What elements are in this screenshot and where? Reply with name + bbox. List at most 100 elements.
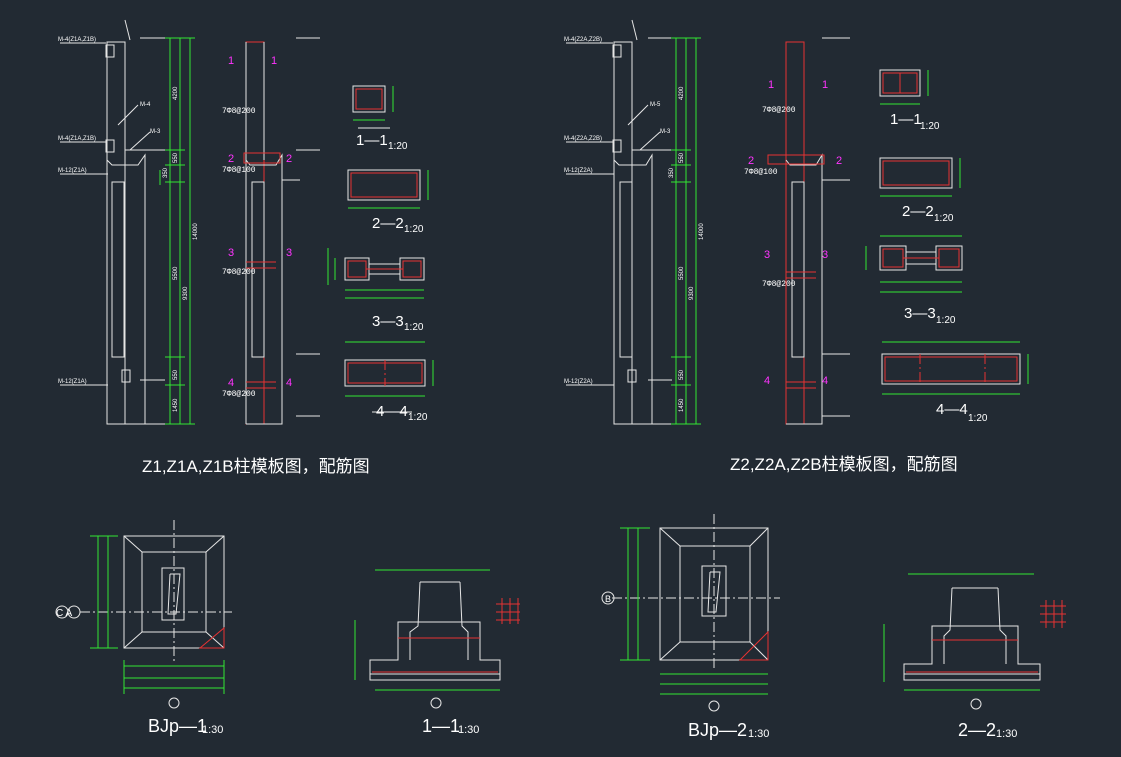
z2-section-1: 1—1 1:20 xyxy=(879,69,940,132)
plan-label: BJp—2 xyxy=(688,720,747,740)
z1-dim-text: 4200 xyxy=(173,86,179,100)
z1-elev-label: M-4(Z1A,Z1B) xyxy=(58,37,96,43)
section-label: 1—1 xyxy=(422,716,460,736)
section-scale: 1:20 xyxy=(388,141,408,152)
section-label: 4—4 xyxy=(376,403,408,420)
z1-elev-label: M-3 xyxy=(150,129,161,135)
section-scale: 1:30 xyxy=(458,724,479,736)
z2-cut-mark: 2 xyxy=(836,155,842,167)
axis-tag: B xyxy=(605,594,611,604)
z2-elev-label: M-4(Z2A,Z2B) xyxy=(564,136,602,142)
z1-section-2: 2—2 1:20 xyxy=(347,169,429,235)
section-label: 2—2 xyxy=(902,203,934,220)
bjp2-plan: B BJp—2 1:30 xyxy=(601,514,780,740)
z2-cut-mark: 1 xyxy=(822,79,828,91)
z1-cut-mark: 4 xyxy=(228,377,234,389)
z2-elev-label: M-12(Z2A) xyxy=(564,379,593,385)
section-scale: 1:20 xyxy=(936,315,956,326)
section-2-2-footing: 2—2 1:30 xyxy=(883,573,1066,740)
z1-drawing-title: Z1,Z1A,Z1B柱模板图，配筋图 xyxy=(142,457,370,476)
section-label: 3—3 xyxy=(372,313,404,330)
section-label: 1—1 xyxy=(890,111,922,128)
z2-cut-mark: 3 xyxy=(822,249,828,261)
z2-cut-mark: 3 xyxy=(764,249,770,261)
z1-dim-text: 5500 xyxy=(173,266,179,280)
section-scale: 1:20 xyxy=(404,224,424,235)
z1-cut-mark: 3 xyxy=(286,247,292,259)
z1-cut-mark: 4 xyxy=(286,377,292,389)
plan-scale: 1:30 xyxy=(202,724,223,736)
z2-cut-mark: 4 xyxy=(822,375,828,387)
z1-dim-text: 1450 xyxy=(173,398,179,412)
section-scale: 1:20 xyxy=(404,322,424,333)
z2-dim-text: 350 xyxy=(669,167,675,178)
z1-formwork-elevation xyxy=(60,19,165,425)
z1-cut-mark: 2 xyxy=(228,153,234,165)
z1-rebar-note: 7Φ8@100 xyxy=(222,166,256,175)
rebar-hatch-icon xyxy=(496,598,520,624)
z1-elev-label: M-4(Z1A,Z1B) xyxy=(58,136,96,142)
z1-cut-mark: 1 xyxy=(271,55,277,67)
z1-dim-text: 14000 xyxy=(193,223,199,240)
z2-dim-text: 14000 xyxy=(699,223,705,240)
z1-cut-mark: 3 xyxy=(228,247,234,259)
z2-drawing-title: Z2,Z2A,Z2B柱模板图，配筋图 xyxy=(730,455,958,474)
z2-cut-mark: 1 xyxy=(768,79,774,91)
section-label: 2—2 xyxy=(958,720,996,740)
z1-dim-text: 550 xyxy=(173,152,179,163)
z1-section-3: 3—3 1:20 xyxy=(327,248,425,333)
z2-elevation-group: 1 1 2 2 3 3 4 4 7Φ8@200 7Φ8@100 7Φ8@200 … xyxy=(564,19,850,425)
z2-rebar-note: 7Φ8@200 xyxy=(762,280,796,289)
plan-scale: 1:30 xyxy=(748,728,769,740)
z2-dim-text: 5500 xyxy=(679,266,685,280)
z2-cut-mark: 4 xyxy=(764,375,770,387)
plan-label: BJp—1 xyxy=(148,716,207,736)
z2-rebar-elevation xyxy=(767,37,850,425)
z2-cut-mark: 2 xyxy=(748,155,754,167)
z1-elev-label: M-4 xyxy=(140,102,151,108)
z1-dimension-chain xyxy=(159,37,195,425)
z1-elev-label: M-12(Z1A) xyxy=(58,379,87,385)
section-label: 2—2 xyxy=(372,215,404,232)
z1-section-1: 1—1 1:20 xyxy=(352,85,408,152)
section-label: 3—3 xyxy=(904,305,936,322)
z2-rebar-note: 7Φ8@200 xyxy=(762,106,796,115)
z2-dim-text: 550 xyxy=(679,152,685,163)
z1-rebar-elevation xyxy=(243,37,320,425)
section-scale: 1:30 xyxy=(996,728,1017,740)
section-scale: 1:20 xyxy=(934,213,954,224)
section-label: 4—4 xyxy=(936,401,968,418)
z2-dim-text: 4200 xyxy=(679,86,685,100)
z2-elev-label: M-12(Z2A) xyxy=(564,168,593,174)
z1-dim-text: 550 xyxy=(173,369,179,380)
section-scale: 1:20 xyxy=(968,413,988,424)
z2-dim-text: 1450 xyxy=(679,398,685,412)
z1-rebar-note: 7Φ8@200 xyxy=(222,268,256,277)
z1-elev-label: M-12(Z1A) xyxy=(58,168,87,174)
z2-section-3: 3—3 1:20 xyxy=(865,235,963,326)
axis-tag: C A xyxy=(56,608,72,619)
z2-rebar-note: 7Φ8@100 xyxy=(744,168,778,177)
z1-dim-text: 9300 xyxy=(183,286,189,300)
section-scale: 1:20 xyxy=(920,121,940,132)
z2-sections: 1—1 1:20 2—2 1:20 3—3 1:20 xyxy=(865,69,1029,424)
z1-dim-text: 350 xyxy=(163,167,169,178)
z2-elev-label: M-3 xyxy=(660,129,671,135)
z1-section-4: 4—4 1:20 xyxy=(344,341,434,423)
z2-elev-label: M-4(Z2A,Z2B) xyxy=(564,37,602,43)
z1-elevation-group: 1 1 2 2 3 3 4 4 7Φ8@200 7Φ8@100 7Φ8@200 … xyxy=(58,19,320,425)
z2-section-4: 4—4 1:20 xyxy=(881,341,1029,424)
rebar-hatch-icon xyxy=(1040,600,1066,628)
z1-cut-mark: 2 xyxy=(286,153,292,165)
z1-cut-mark: 1 xyxy=(228,55,234,67)
z1-sections: 1—1 1:20 2—2 1:20 3—3 1:20 xyxy=(327,85,434,423)
z2-dimension-chain xyxy=(671,37,701,425)
z1-rebar-note: 7Φ8@200 xyxy=(222,390,256,399)
z2-formwork-elevation xyxy=(566,19,672,425)
z1-rebar-note: 7Φ8@200 xyxy=(222,107,256,116)
z2-dim-text: 550 xyxy=(679,369,685,380)
section-1-1-footing: 1—1 1:30 xyxy=(354,569,520,736)
bjp1-plan: C A BJp—1 1:30 xyxy=(55,520,232,736)
z2-section-2: 2—2 1:20 xyxy=(879,157,961,224)
